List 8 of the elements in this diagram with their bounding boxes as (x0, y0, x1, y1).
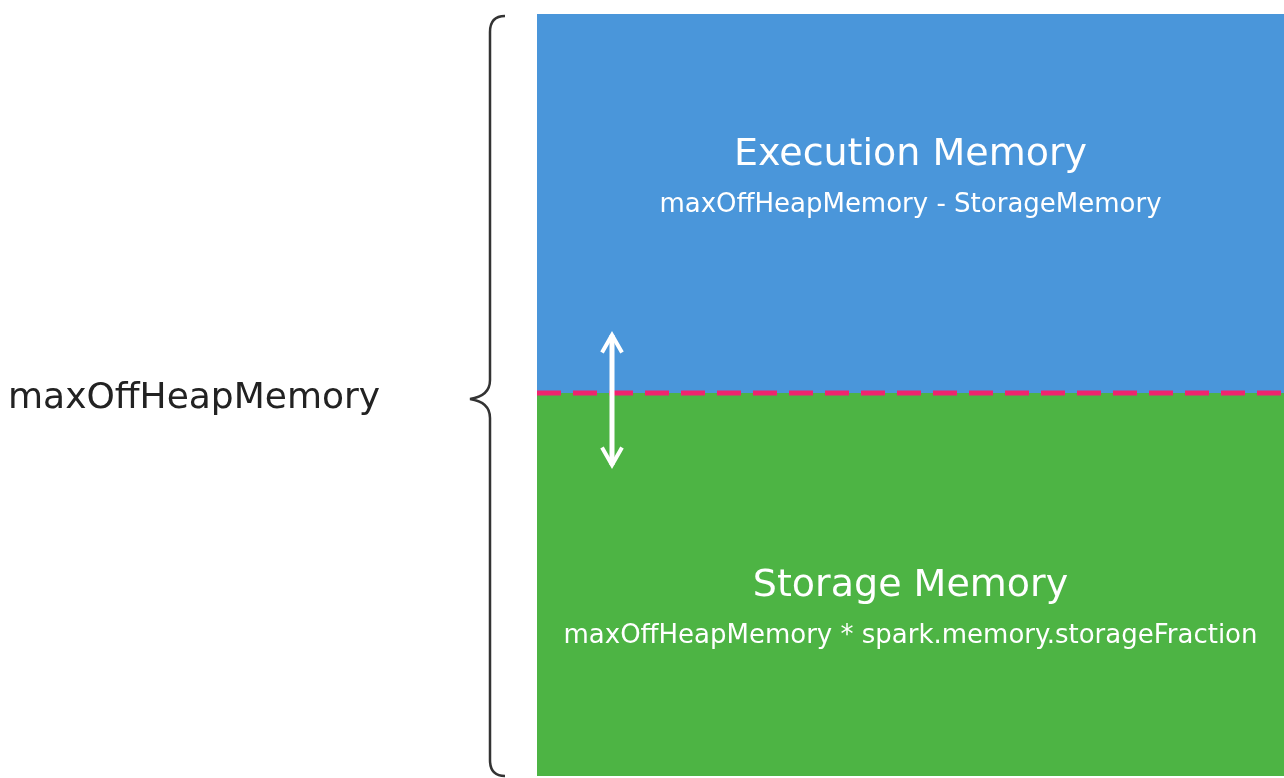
memory-region-title: Execution Memory (733, 129, 1088, 174)
memory-region-title: Storage Memory (752, 560, 1069, 605)
memory-region-box (537, 393, 1284, 776)
formula-text: maxOffHeapMemory * spark.memory.storageFraction (563, 618, 1258, 649)
size-label: maxOffHeapMemory (8, 375, 381, 416)
formula-text: maxOffHeapMemory - StorageMemory (659, 187, 1162, 218)
double-arrow (600, 333, 624, 467)
memory-region-box (537, 14, 1284, 393)
